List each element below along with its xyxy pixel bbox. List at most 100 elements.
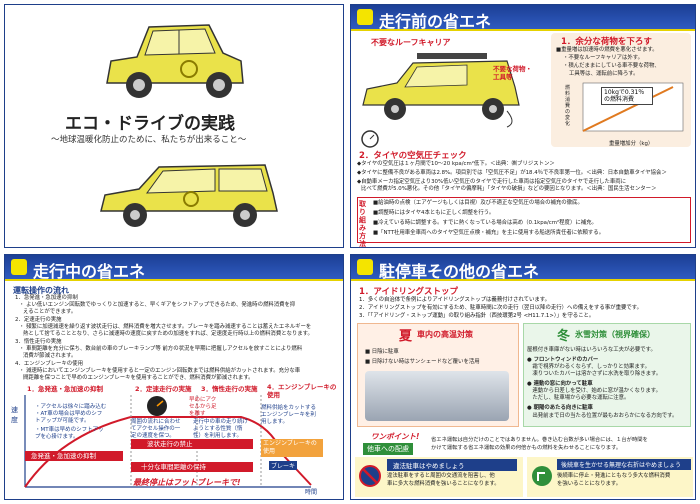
section2-line-4: 比べて燃費が5.0%悪化。その他「タイヤの偏摩耗」「タイヤの破損」などの要因とな… bbox=[361, 186, 657, 192]
axis-x-label: 時間 bbox=[305, 489, 318, 496]
idling-line-2: 2．アイドリングストップを有効にするため、駐車時間に次の走行（翌日以降の走行）へ… bbox=[359, 305, 642, 311]
summer-subtitle: 車内の高温対策 bbox=[417, 330, 473, 339]
bottom-right-text-2: を強いることになります。 bbox=[557, 481, 622, 487]
note-7: 燃料供給をカットするエンジンブレーキを利用します。 bbox=[261, 405, 317, 425]
note-5: 早めにアクセルから足を離す bbox=[189, 397, 217, 417]
flow-item-8: ・ 車間距離を充分に保ち、数台前の車のブレーキランプ等 前方の状況を早期に把握し… bbox=[19, 346, 303, 352]
check-line-3: ■冷えている時に調整する。すでに熱くなっている場合は高め（0.1kpa/cm²程… bbox=[373, 220, 597, 226]
sunshade-photo bbox=[365, 371, 509, 421]
air-gauge-icon bbox=[361, 130, 379, 148]
section2-line-3: ◆自動車メーカ指定空気圧より30%低い空気圧のタイヤで走行した車両は指定空気圧の… bbox=[357, 179, 627, 185]
idling-line-1: 1．多くの自治体で条例によりアイドリングストップは義務付けされています。 bbox=[359, 297, 551, 303]
axis-y-label: 速度 bbox=[11, 406, 18, 424]
summer-title: 夏 bbox=[399, 329, 413, 344]
summer-item-1: ■ 日陰に駐車 bbox=[365, 349, 399, 355]
wagon-car-illustration bbox=[100, 164, 278, 227]
cargo-label: 不要な荷物・工具等 bbox=[493, 65, 532, 81]
check-box bbox=[357, 197, 691, 243]
note-6: 走行中の車の走り続けようとする性質（惰性）を利用します。 bbox=[193, 419, 249, 439]
note-4: 周囲の流れに合わせてアクセル操作の一定の速度を保つ。 bbox=[131, 419, 181, 439]
pre-drive-header: 走行前の省エネ bbox=[351, 5, 695, 31]
flow-item-1: 1．急発進・急加速の抑制 bbox=[15, 295, 78, 301]
cover-title: エコ・ドライブの実践 bbox=[65, 114, 235, 134]
winter-line-1: 屋根付き車庫がない時はいろいろな工夫が必要です。 bbox=[527, 347, 656, 353]
section1-line-1: ■重量増は加速時の燃費を悪化させます。 bbox=[556, 47, 658, 53]
graph-note: 10kgで0.31％の燃料消費 bbox=[601, 87, 653, 105]
winter-line-5: ● 連動の窓に向かって駐車 bbox=[527, 381, 593, 387]
flow-item-2: ・ よい低いエンジン回転数でゆっくりと加速すると、早くギアをシフトアップできるた… bbox=[19, 302, 296, 308]
header-marker-icon bbox=[11, 259, 27, 275]
bottom-right-text-1: 後続車に停止・発進にともなう多大な燃料消費 bbox=[557, 473, 671, 479]
check-label: 取り組み方法 bbox=[359, 200, 366, 248]
onepoint-title: ワンポイント! bbox=[371, 432, 420, 441]
phase-label-4: 4．エンジンブレーキの使用 bbox=[267, 383, 337, 399]
bottom-left-text-1: 違法駐車をすると周囲の交通流を阻害し、他 bbox=[387, 473, 495, 479]
no-parking-icon bbox=[359, 465, 381, 487]
winter-line-7: ただし、駐車場から必要な運転に注意。 bbox=[527, 395, 630, 401]
cover-panel: エコ・ドライブの実践 ～地球温暖化防止のために、私たちが出来ること～ bbox=[4, 4, 344, 248]
bottom-left-title: 違法駐車はやめましょう bbox=[387, 459, 517, 471]
parking-header: 駐停車その他の省エネ bbox=[351, 255, 695, 281]
phase-label-1: 1．急発進・急加速の抑制 bbox=[27, 385, 104, 393]
band-wave: 波状走行の禁止 bbox=[131, 439, 253, 449]
driving-panel: 走行中の省エネ 運転操作の流れ 1．急発進・急加速の抑制 ・ よい低いエンジン回… bbox=[4, 254, 344, 500]
header-marker-icon bbox=[357, 9, 373, 25]
idling-line-3: 3．「「アイドリング・ストップ運動」の取り組み指針（西技環第2号 <H11.7.… bbox=[359, 313, 595, 319]
final-note: 最終停止はフットブレーキで! bbox=[133, 478, 241, 487]
section1-line-3: ・積んだままにしている車不要な荷物、 bbox=[563, 63, 660, 69]
onepoint-text-1: 省エネ運転は自分だけのことではありません。巻き込む台数が多い場合には、１台が時間… bbox=[431, 437, 648, 443]
roof-carrier-label: 不要なルーフキャリア bbox=[371, 38, 451, 47]
winter-subtitle: 氷雪対策（視界確保） bbox=[575, 330, 655, 339]
flow-item-11: ・ 減速時においてエンジンブレーキを使用すると一定のエンジン回転数までは燃料供給… bbox=[19, 368, 301, 374]
flow-item-9: 消費が節減されます。 bbox=[23, 353, 77, 359]
section2-title: 2．タイヤの空気圧チェック bbox=[359, 151, 467, 161]
graph-ylabel: 燃料消費の変化 bbox=[565, 85, 571, 127]
phase-label-2: 2．定速走行の実施 bbox=[135, 385, 192, 393]
bottom-right-title: 後続車を生かせる無理な右折はやめましょう bbox=[557, 459, 691, 470]
winter-line-4: 凍りついたカバーは溶かさずに水洗を取り除きます。 bbox=[527, 371, 662, 377]
onepoint-text-2: かけて運転する省エネ運転の効果の何倍かもの燃料を失わせることになります。 bbox=[431, 445, 622, 451]
section2-line-1: ◆タイヤの空気圧は１ヶ月間で10～20 kpa/cm²低下。＜出典：㈱ブリジスト… bbox=[357, 161, 555, 167]
section1-line-2: ・不要なルーフキャリアは外す。 bbox=[563, 55, 643, 61]
section2-line-2: ◆タイヤに整備不良がある車両は2.8%。項目別では「空気圧不足」が18.4％で不… bbox=[357, 170, 667, 176]
note-3: ・MT車は早めのシフトアップを心掛けます。 bbox=[35, 427, 104, 440]
flow-item-6: 熱として捨てることとなり、さらに減速時の速度に戻すための加速をすれば、定速度走行… bbox=[23, 331, 313, 337]
graph-xlabel: 重量増加分（kg） bbox=[609, 141, 654, 147]
brake-label: ブレーキ bbox=[269, 461, 298, 470]
header-marker-icon bbox=[357, 259, 373, 275]
flow-item-10: 4．エンジンブレーキの使用 bbox=[15, 361, 83, 367]
flow-item-12: 間距離を保つことで早めのエンジンブレーキを使用することができ、燃料消費が節減され… bbox=[23, 375, 254, 381]
flow-title: 運転操作の流れ bbox=[13, 286, 69, 295]
band-engine-brake: エンジンブレーキの使用 bbox=[261, 439, 323, 457]
cover-subtitle: ～地球温暖化防止のために、私たちが出来ること～ bbox=[51, 135, 247, 145]
section1-title: 1．余分な荷物を下ろす bbox=[561, 37, 652, 47]
parking-panel: 駐停車その他の省エネ 1．アイドリングストップ 1．多くの自治体で条例によりアイ… bbox=[350, 254, 696, 500]
bottom-left-text-2: 車に多大な燃料消費を強いることになります。 bbox=[387, 481, 500, 487]
idling-title: 1．アイドリングストップ bbox=[359, 287, 458, 297]
winter-line-6: 連動から日差しを受け、始めに窓が温かくなります。 bbox=[527, 388, 661, 394]
winter-line-2: ● フロントウィンドのカバー bbox=[527, 357, 599, 363]
flow-item-4: 2．定速走行の実施 bbox=[15, 317, 62, 323]
speedometer-icon bbox=[147, 396, 167, 416]
wagon-with-roof-carrier-illustration bbox=[362, 53, 520, 128]
note-1: ・アクセルは徐々に踏み込む bbox=[35, 404, 107, 410]
summer-item-2: ■ 日除けない時はサンシェードなど覆いを活用 bbox=[365, 359, 480, 365]
flow-item-5: ・ 頻繁に加速減速を繰り返す波状走行は、燃料消費を増大させます。ブレーキを踏み減… bbox=[19, 324, 312, 330]
check-line-4: ■「NTT社用車全車両へのタイヤ空気圧点検・補充」を主に使用する船送所責任者に依… bbox=[373, 230, 605, 236]
winter-box bbox=[523, 323, 691, 427]
note-2: ・AT車の場合は早めのシフトアップが可能です。 bbox=[35, 411, 103, 424]
band-accel: 急発進・急加速の抑制 bbox=[25, 451, 123, 461]
check-line-1: ■給油時の点検（エアゲージもしくは目視）及び不適正な空気圧の場合の補充の徹底。 bbox=[373, 200, 583, 206]
check-line-2: ■調整時にはタイヤ4本ともに正しく調整を行う。 bbox=[373, 210, 495, 216]
no-right-turn-icon bbox=[532, 466, 552, 486]
onepoint-tag: 他車への配慮 bbox=[363, 443, 413, 455]
band-distance: 十分な車間距離の保持 bbox=[131, 462, 253, 472]
winter-line-9: 出発前まで日の当たる位置が最もおおらかになる方向です。 bbox=[527, 413, 678, 419]
winter-line-3: 霜で視界がわるくならず、しっかりと効果ます。 bbox=[527, 364, 650, 370]
section1-line-4: 工具等は、運転前に降ろす。 bbox=[569, 71, 639, 77]
flow-item-3: えることができます。 bbox=[23, 309, 77, 315]
driving-header: 走行中の省エネ bbox=[5, 255, 343, 281]
phase-label-3: 3．惰性走行の実施 bbox=[201, 385, 258, 393]
flow-item-7: 3．惰性走行の実施 bbox=[15, 339, 62, 345]
winter-line-8: ● 朝陽のあたる向きに駐車 bbox=[527, 405, 593, 411]
